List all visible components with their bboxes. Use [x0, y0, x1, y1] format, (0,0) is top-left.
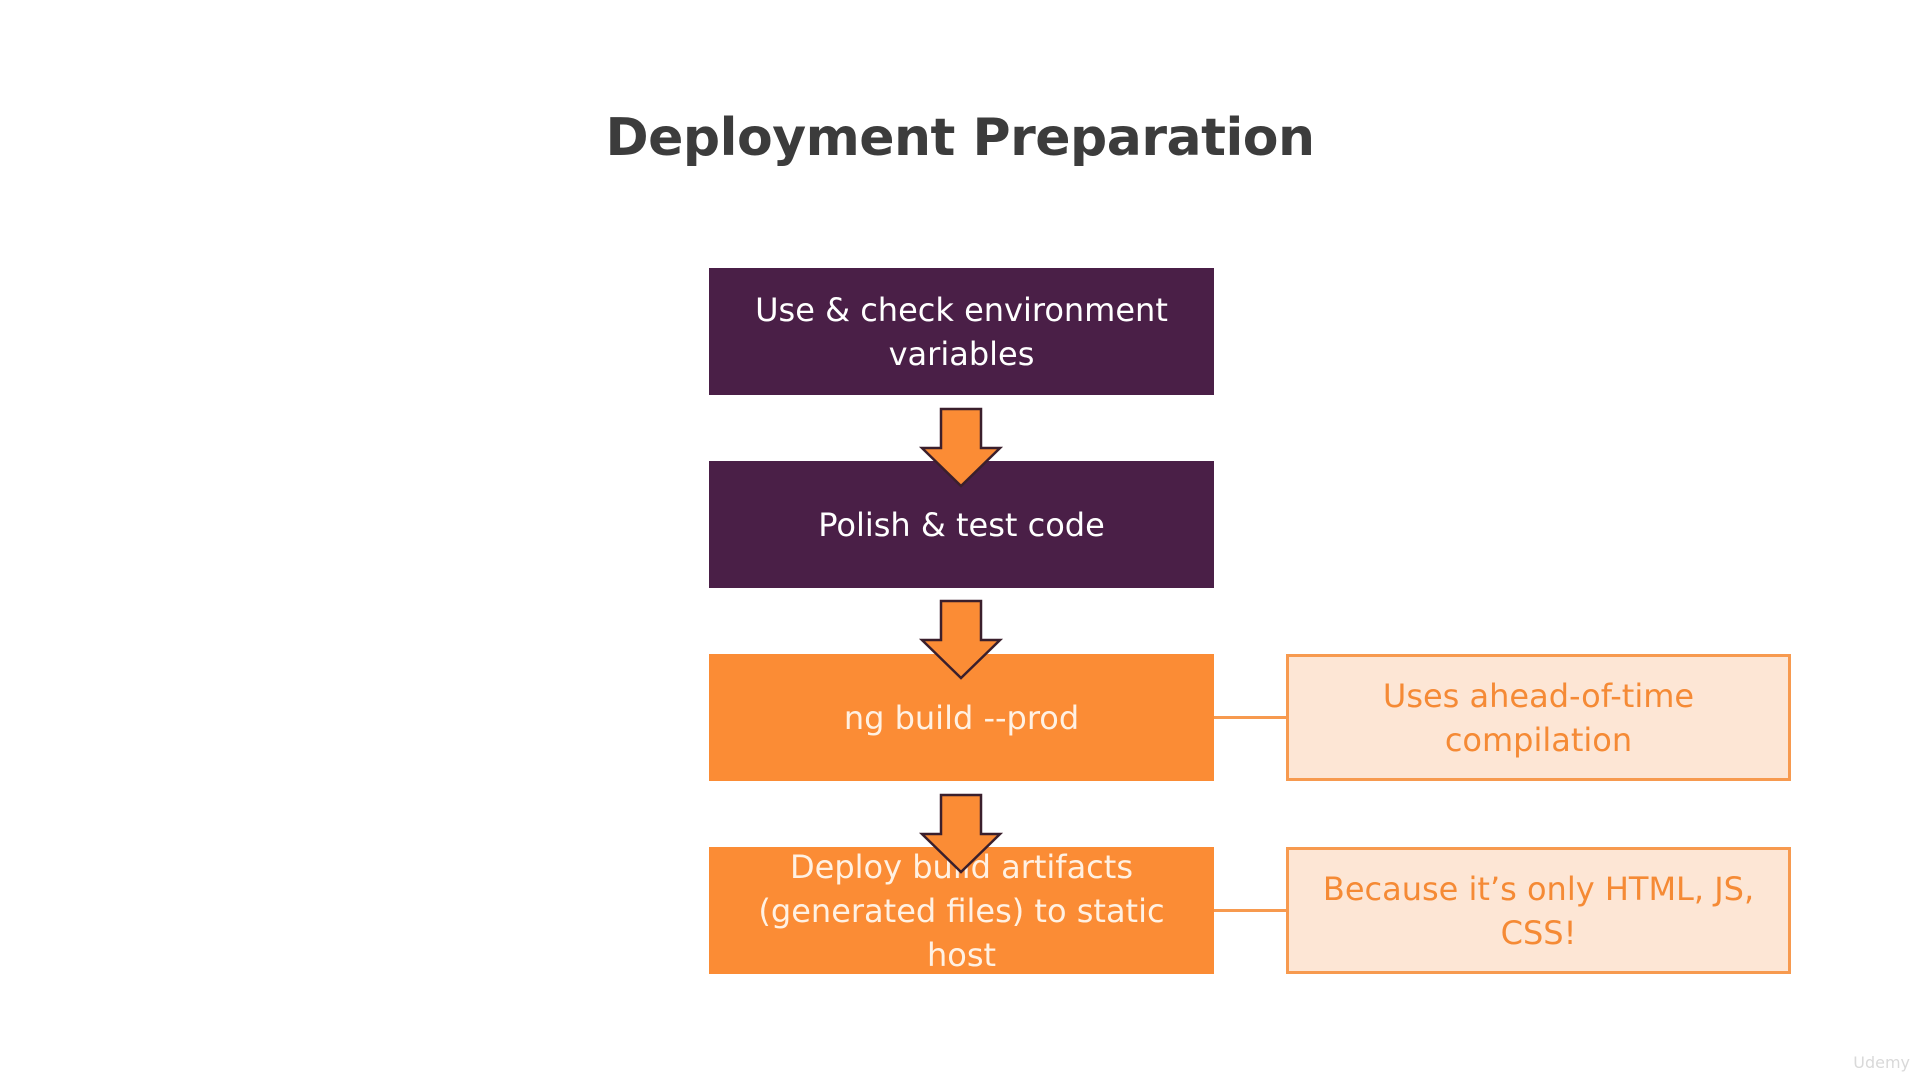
note-label: Uses ahead-of-time compilation — [1382, 676, 1695, 759]
step-label: Deploy build artifacts (generated files)… — [758, 847, 1165, 974]
note-box-aot-compilation: Uses ahead-of-time compilation — [1286, 654, 1791, 781]
step-label: Polish & test code — [818, 505, 1105, 544]
connector-line — [1214, 716, 1286, 719]
connector-line — [1214, 909, 1286, 912]
step-label: ng build --prod — [843, 698, 1080, 737]
down-arrow-icon — [918, 599, 1004, 680]
note-label: Because it’s only HTML, JS, CSS! — [1322, 869, 1755, 952]
down-arrow-icon — [918, 793, 1004, 874]
note-box-static-files: Because it’s only HTML, JS, CSS! — [1286, 847, 1791, 974]
step-box-deploy-artifacts: Deploy build artifacts (generated files)… — [709, 847, 1214, 974]
slide-title: Deployment Preparation — [605, 108, 1315, 168]
step-box-environment-variables: Use & check environment variables — [709, 268, 1214, 395]
udemy-watermark-logo: Udemy — [1853, 1053, 1910, 1072]
step-label: Use & check environment variables — [755, 290, 1168, 373]
down-arrow-icon — [918, 407, 1004, 488]
